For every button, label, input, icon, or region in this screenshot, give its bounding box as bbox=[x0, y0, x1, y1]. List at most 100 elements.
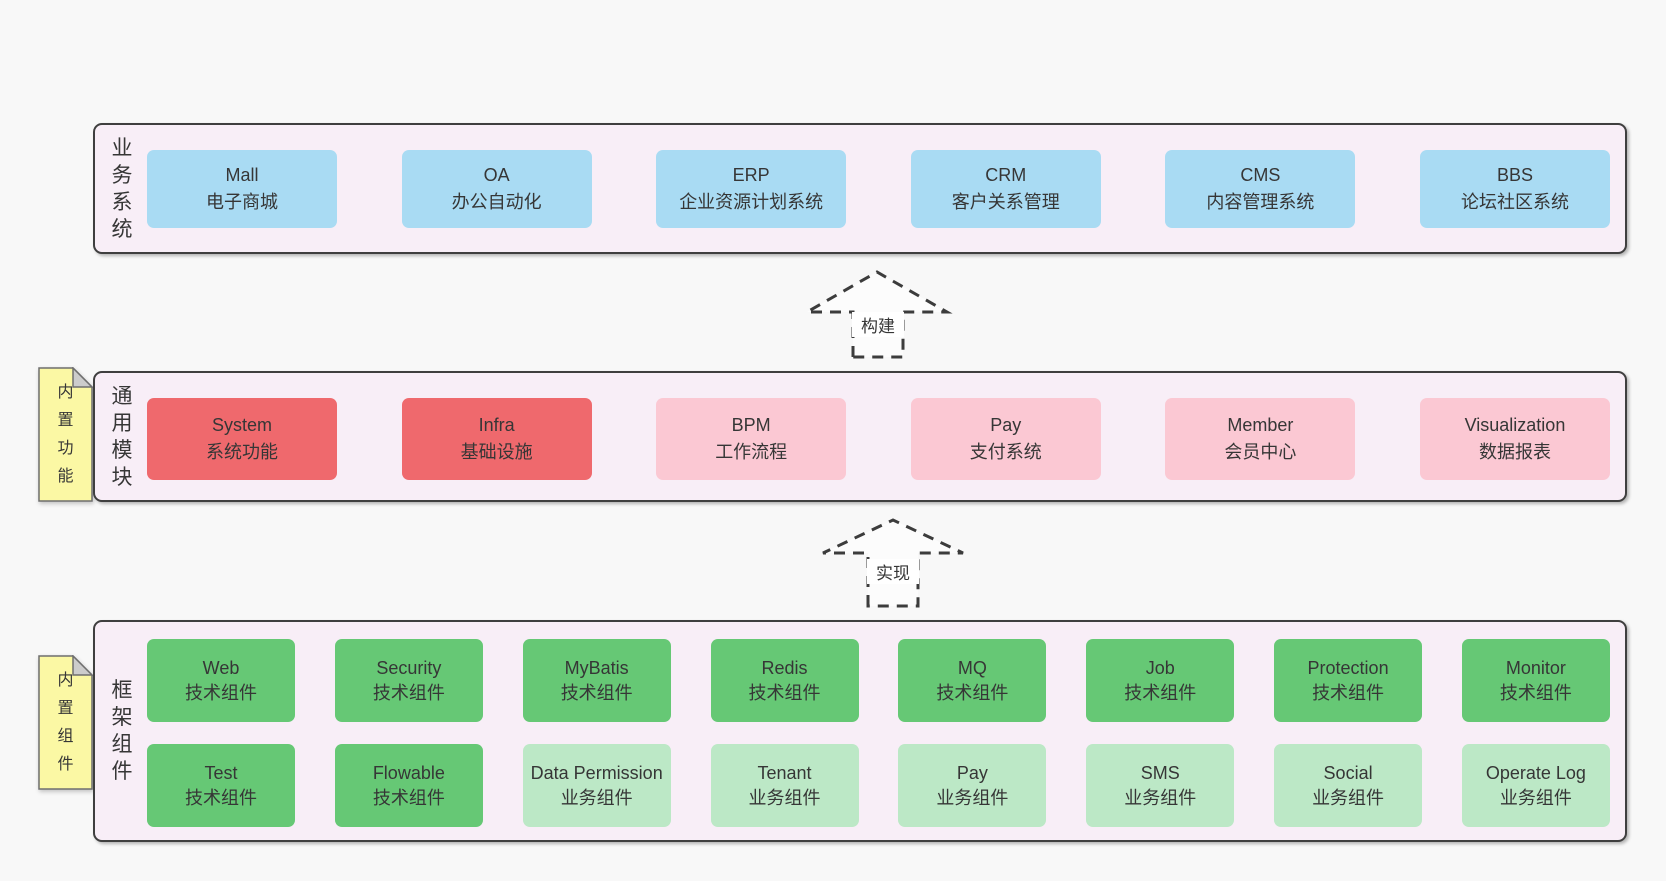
box-subtitle: 业务组件 bbox=[1499, 787, 1572, 808]
box-title: Web bbox=[202, 657, 240, 678]
box-member: Member 会员中心 bbox=[1165, 398, 1356, 480]
implement-arrow-label: 实现 bbox=[867, 559, 919, 584]
box-subtitle: 技术组件 bbox=[1499, 682, 1572, 703]
box-subtitle: 系统功能 bbox=[206, 442, 278, 462]
box-title: Security bbox=[376, 657, 442, 678]
note-builtin-components: 内置组件 bbox=[38, 655, 93, 790]
note-label: 内置功能 bbox=[57, 383, 74, 485]
box-mq: MQ 技术组件 bbox=[898, 639, 1047, 722]
box-title: OA bbox=[483, 165, 510, 185]
build-arrow-label: 构建 bbox=[852, 312, 904, 337]
box-subtitle: 技术组件 bbox=[1124, 682, 1197, 703]
box-title: Visualization bbox=[1464, 415, 1566, 435]
components-row-1: Web 技术组件 Security 技术组件 MyBatis 技术组件 Redi… bbox=[147, 639, 1610, 722]
box-title: Infra bbox=[478, 415, 515, 435]
box-subtitle: 技术组件 bbox=[185, 787, 257, 808]
layer-common-modules: 通用模块 System 系统功能 Infra 基础设施 BPM 工作流程 Pay… bbox=[93, 371, 1627, 502]
sticky-note-shape bbox=[38, 367, 93, 502]
box-test: Test 技术组件 bbox=[147, 744, 295, 827]
box-subtitle: 业务组件 bbox=[1312, 787, 1385, 808]
box-title: CRM bbox=[985, 165, 1027, 185]
layer-components-label: 框架组件 bbox=[111, 679, 133, 783]
layer-framework-components: 框架组件 Web 技术组件 Security 技术组件 MyBatis 技术组件… bbox=[93, 620, 1627, 842]
box-subtitle: 论坛社区系统 bbox=[1460, 192, 1569, 212]
box-subtitle: 技术组件 bbox=[372, 682, 445, 703]
note-builtin-functions: 内置功能 bbox=[38, 367, 93, 502]
box-mall: Mall 电子商城 bbox=[147, 150, 337, 228]
box-subtitle: 工作流程 bbox=[715, 442, 788, 462]
box-subtitle: 电子商城 bbox=[206, 192, 278, 212]
box-redis: Redis 技术组件 bbox=[710, 639, 859, 722]
box-subtitle: 技术组件 bbox=[936, 682, 1009, 703]
box-title: Pay bbox=[990, 415, 1022, 435]
box-subtitle: 技术组件 bbox=[560, 682, 633, 703]
components-row-2: Test 技术组件 Flowable 技术组件 Data Permission … bbox=[147, 744, 1610, 827]
box-title: Monitor bbox=[1505, 657, 1566, 678]
box-web: Web 技术组件 bbox=[147, 639, 295, 722]
box-data-permission: Data Permission 业务组件 bbox=[522, 744, 671, 827]
box-subtitle: 企业资源计划系统 bbox=[679, 192, 824, 212]
box-title: Pay bbox=[956, 762, 988, 783]
box-title: Protection bbox=[1307, 657, 1389, 678]
box-subtitle: 技术组件 bbox=[185, 682, 257, 703]
box-title: MyBatis bbox=[564, 657, 629, 678]
box-bbs: BBS 论坛社区系统 bbox=[1419, 150, 1610, 228]
box-title: ERP bbox=[732, 165, 770, 185]
box-subtitle: 数据报表 bbox=[1478, 442, 1551, 462]
box-social: Social 业务组件 bbox=[1274, 744, 1423, 827]
box-subtitle: 会员中心 bbox=[1224, 442, 1297, 462]
box-title: Operate Log bbox=[1485, 762, 1586, 783]
box-subtitle: 基础设施 bbox=[460, 442, 533, 462]
box-title: Data Permission bbox=[530, 762, 663, 783]
box-erp: ERP 企业资源计划系统 bbox=[656, 150, 847, 228]
box-subtitle: 技术组件 bbox=[1312, 682, 1385, 703]
box-title: Redis bbox=[761, 657, 808, 678]
box-cms: CMS 内容管理系统 bbox=[1165, 150, 1356, 228]
box-system: System 系统功能 bbox=[147, 398, 337, 480]
box-title: BBS bbox=[1496, 165, 1533, 185]
box-sms: SMS 业务组件 bbox=[1086, 744, 1235, 827]
modules-boxes-row: System 系统功能 Infra 基础设施 BPM 工作流程 Pay 支付系统… bbox=[147, 398, 1610, 480]
box-title: Member bbox=[1227, 415, 1294, 435]
box-infra: Infra 基础设施 bbox=[401, 398, 592, 480]
box-subtitle: 业务组件 bbox=[748, 787, 821, 808]
box-title: Flowable bbox=[372, 762, 445, 783]
sticky-note-shape bbox=[38, 655, 93, 790]
layer-business-label: 业务系统 bbox=[111, 136, 133, 241]
box-subtitle: 办公自动化 bbox=[451, 192, 542, 212]
box-subtitle: 技术组件 bbox=[748, 682, 821, 703]
box-title: BPM bbox=[731, 415, 771, 435]
box-subtitle: 业务组件 bbox=[1124, 787, 1197, 808]
box-title: Test bbox=[204, 762, 238, 783]
box-security: Security 技术组件 bbox=[334, 639, 483, 722]
box-pay-system: Pay 支付系统 bbox=[910, 398, 1101, 480]
box-title: SMS bbox=[1140, 762, 1180, 783]
box-title: CMS bbox=[1240, 165, 1281, 185]
box-operate-log: Operate Log 业务组件 bbox=[1461, 744, 1610, 827]
box-subtitle: 支付系统 bbox=[969, 442, 1042, 462]
box-subtitle: 业务组件 bbox=[560, 787, 633, 808]
box-protection: Protection 技术组件 bbox=[1274, 639, 1423, 722]
box-title: System bbox=[211, 415, 272, 435]
layer-business-systems: 业务系统 Mall 电子商城 OA 办公自动化 ERP 企业资源计划系统 CRM… bbox=[93, 123, 1627, 254]
box-oa: OA 办公自动化 bbox=[401, 150, 592, 228]
box-tenant: Tenant 业务组件 bbox=[710, 744, 859, 827]
box-job: Job 技术组件 bbox=[1086, 639, 1235, 722]
box-flowable: Flowable 技术组件 bbox=[334, 744, 483, 827]
box-visualization: Visualization 数据报表 bbox=[1419, 398, 1610, 480]
box-monitor: Monitor 技术组件 bbox=[1461, 639, 1610, 722]
box-title: Tenant bbox=[757, 762, 812, 783]
box-pay-component: Pay 业务组件 bbox=[898, 744, 1047, 827]
box-crm: CRM 客户关系管理 bbox=[910, 150, 1101, 228]
box-title: Job bbox=[1145, 657, 1175, 678]
box-title: Social bbox=[1323, 762, 1373, 783]
box-subtitle: 技术组件 bbox=[372, 787, 445, 808]
box-mybatis: MyBatis 技术组件 bbox=[522, 639, 671, 722]
box-title: MQ bbox=[957, 657, 987, 678]
layer-modules-label: 通用模块 bbox=[111, 384, 133, 489]
business-boxes-row: Mall 电子商城 OA 办公自动化 ERP 企业资源计划系统 CRM 客户关系… bbox=[147, 150, 1610, 228]
box-bpm: BPM 工作流程 bbox=[656, 398, 847, 480]
box-subtitle: 业务组件 bbox=[936, 787, 1009, 808]
note-label: 内置组件 bbox=[57, 671, 74, 773]
